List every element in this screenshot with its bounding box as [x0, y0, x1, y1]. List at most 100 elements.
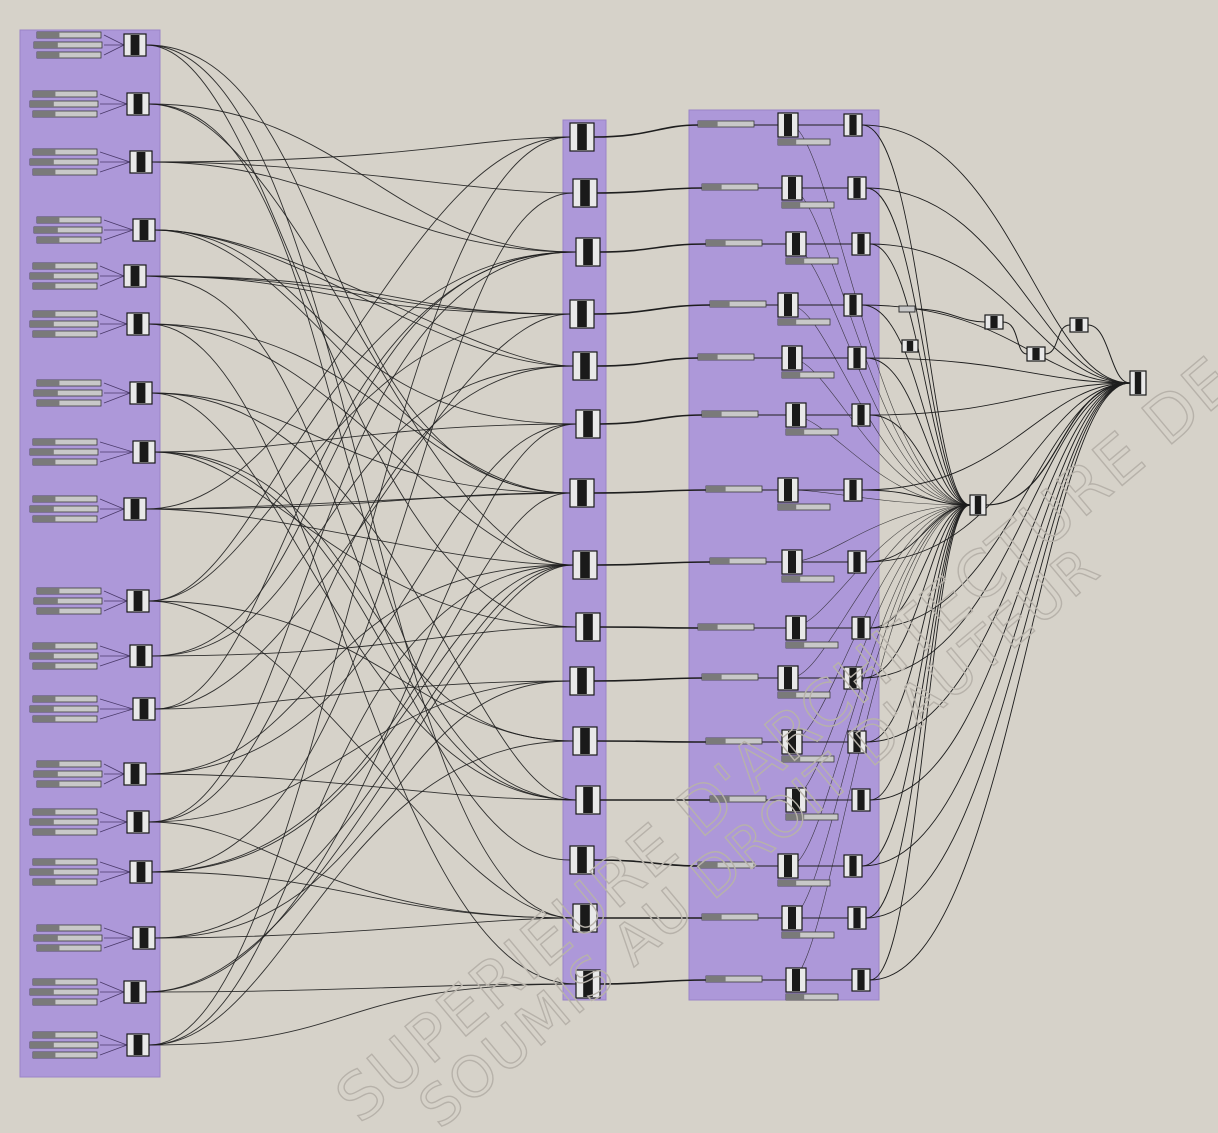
proc-input-13[interactable] [701, 913, 759, 921]
proc-output-14[interactable] [851, 968, 871, 992]
merge-param-6[interactable] [569, 478, 595, 508]
slider-6-c[interactable] [36, 399, 102, 407]
proc-component-5[interactable] [785, 402, 807, 428]
merge-param-3[interactable] [569, 299, 595, 329]
input-param-1[interactable] [126, 92, 150, 116]
proc-output-4[interactable] [847, 346, 867, 370]
proc-input-14[interactable] [705, 975, 763, 983]
slider-17-a[interactable] [32, 1031, 98, 1039]
input-param-17[interactable] [126, 1033, 150, 1057]
proc-component-13[interactable] [781, 905, 803, 931]
slider-6-a[interactable] [36, 379, 102, 387]
slider-3-b[interactable] [33, 226, 103, 234]
merge-param-0[interactable] [569, 122, 595, 152]
proc-component-12[interactable] [777, 853, 799, 879]
merge-param-11[interactable] [575, 785, 601, 815]
slider-9-c[interactable] [36, 607, 102, 615]
slider-3-a[interactable] [36, 216, 102, 224]
merge-param-7[interactable] [572, 550, 598, 580]
slider-11-c[interactable] [32, 715, 98, 723]
proc-component-2[interactable] [785, 231, 807, 257]
slider-5-b[interactable] [29, 320, 99, 328]
slider-13-a[interactable] [32, 808, 98, 816]
proc-slider-9[interactable] [777, 691, 831, 699]
slider-16-b[interactable] [29, 988, 99, 996]
proc-output-8[interactable] [851, 616, 871, 640]
merge-param-9[interactable] [569, 666, 595, 696]
proc-input-11[interactable] [709, 795, 767, 803]
slider-17-c[interactable] [32, 1051, 98, 1059]
slider-13-c[interactable] [32, 828, 98, 836]
slider-10-b[interactable] [29, 652, 99, 660]
slider-7-a[interactable] [32, 438, 98, 446]
slider-17-b[interactable] [29, 1041, 99, 1049]
slider-8-c[interactable] [32, 515, 98, 523]
slider-14-c[interactable] [32, 878, 98, 886]
proc-output-1[interactable] [847, 176, 867, 200]
merge-param-10[interactable] [572, 726, 598, 756]
slider-1-c[interactable] [32, 110, 98, 118]
slider-7-c[interactable] [32, 458, 98, 466]
proc-slider-3[interactable] [777, 318, 831, 326]
slider-9-a[interactable] [36, 587, 102, 595]
slider-8-a[interactable] [32, 495, 98, 503]
merge-param-12[interactable] [569, 845, 595, 875]
merge-param-5[interactable] [575, 409, 601, 439]
input-param-0[interactable] [123, 33, 147, 57]
slider-4-a[interactable] [32, 262, 98, 270]
proc-output-2[interactable] [851, 232, 871, 256]
proc-slider-0[interactable] [777, 138, 831, 146]
proc-input-3[interactable] [709, 300, 767, 308]
slider-6-b[interactable] [33, 389, 103, 397]
merge-param-4[interactable] [572, 351, 598, 381]
aux-component-1[interactable] [984, 314, 1004, 330]
slider-14-a[interactable] [32, 858, 98, 866]
slider-2-b[interactable] [29, 158, 99, 166]
input-param-9[interactable] [126, 589, 150, 613]
proc-slider-2[interactable] [785, 257, 839, 265]
input-param-5[interactable] [126, 312, 150, 336]
proc-output-6[interactable] [843, 478, 863, 502]
proc-component-11[interactable] [785, 787, 807, 813]
slider-16-c[interactable] [32, 998, 98, 1006]
slider-1-b[interactable] [29, 100, 99, 108]
input-param-6[interactable] [129, 381, 153, 405]
aux-component-3[interactable] [1069, 317, 1089, 333]
input-param-3[interactable] [132, 218, 156, 242]
proc-slider-10[interactable] [781, 755, 835, 763]
input-param-4[interactable] [123, 264, 147, 288]
slider-2-a[interactable] [32, 148, 98, 156]
slider-13-b[interactable] [29, 818, 99, 826]
proc-slider-14[interactable] [785, 993, 839, 1001]
proc-input-4[interactable] [697, 353, 755, 361]
merge-param-8[interactable] [575, 612, 601, 642]
merge-param-14[interactable] [575, 969, 601, 999]
proc-slider-5[interactable] [785, 428, 839, 436]
proc-input-12[interactable] [697, 861, 755, 869]
proc-input-8[interactable] [697, 623, 755, 631]
slider-11-a[interactable] [32, 695, 98, 703]
proc-output-9[interactable] [843, 666, 863, 690]
slider-12-a[interactable] [36, 760, 102, 768]
slider-12-b[interactable] [33, 770, 103, 778]
slider-2-c[interactable] [32, 168, 98, 176]
proc-output-3[interactable] [843, 293, 863, 317]
proc-component-6[interactable] [777, 477, 799, 503]
slider-15-a[interactable] [36, 924, 102, 932]
merge-param-13[interactable] [572, 903, 598, 933]
proc-component-1[interactable] [781, 175, 803, 201]
proc-component-9[interactable] [777, 665, 799, 691]
slider-5-a[interactable] [32, 310, 98, 318]
proc-input-5[interactable] [701, 410, 759, 418]
input-param-14[interactable] [129, 860, 153, 884]
proc-output-7[interactable] [847, 550, 867, 574]
proc-input-1[interactable] [701, 183, 759, 191]
slider-0-b[interactable] [33, 41, 103, 49]
proc-slider-1[interactable] [781, 201, 835, 209]
slider-0-c[interactable] [36, 51, 102, 59]
proc-component-0[interactable] [777, 112, 799, 138]
slider-16-a[interactable] [32, 978, 98, 986]
proc-slider-13[interactable] [781, 931, 835, 939]
slider-10-a[interactable] [32, 642, 98, 650]
